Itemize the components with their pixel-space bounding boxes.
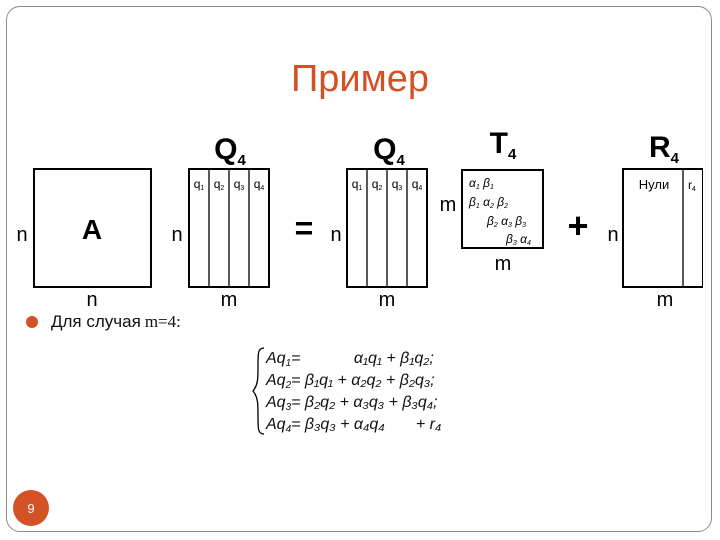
slide-title: Пример — [290, 58, 430, 100]
q-column-label: q3 — [392, 177, 403, 192]
matrix-a-rows-label: n — [17, 224, 28, 246]
t-row: β2 α3 β3 — [486, 214, 526, 229]
bullet-text: Для случая — [51, 312, 141, 331]
qr-decomposition-figure: A n n Q4 q1 q2 q3 q4 n m = Q4 q1 q2 q3 q… — [17, 129, 703, 312]
q4-right-title: Q4 — [373, 133, 405, 169]
r4-rows-label: n — [607, 224, 618, 246]
equation-system: Aq1= α₁q₁ + β₁q₂; Aq2= β₁q₁ + α₂q₂ + β₂q… — [250, 345, 490, 437]
t4-entries: α1 β1 β1 α2 β2 β2 α3 β3 β3 α4 — [468, 176, 531, 247]
bullet-item: Для случая m=4: — [26, 312, 181, 332]
equation-row: Aq2= β₁q₁ + α₂q₂ + β₂q₃; — [265, 372, 435, 391]
t4-box — [461, 169, 544, 249]
q4-left-rows-label: n — [171, 224, 182, 246]
q-column-label: q1 — [352, 177, 363, 192]
q4-right-columns: q1 q2 q3 q4 — [352, 177, 423, 192]
r4-column-label: r4 — [688, 178, 696, 193]
figure-svg: A n n Q4 q1 q2 q3 q4 n m = Q4 q1 q2 q3 q… — [17, 129, 703, 311]
bullet-math: m=4: — [144, 312, 181, 331]
q4-right-rows-label: n — [330, 224, 341, 246]
t4-cols-label: m — [495, 253, 512, 275]
t4-rows-label: m — [440, 194, 457, 216]
q-column-label: q1 — [194, 177, 205, 192]
r4-box — [622, 168, 703, 288]
bullet-dot-icon — [26, 316, 38, 328]
t-row: β3 α4 — [505, 232, 531, 247]
q-column-label: q4 — [254, 177, 265, 192]
r4-zeros-label: Нули — [639, 177, 669, 192]
r4-title: R4 — [649, 131, 680, 167]
q4-right-cols-label: m — [379, 289, 396, 311]
q4-left-cols-label: m — [221, 289, 238, 311]
q4-left-columns: q1 q2 q3 q4 — [194, 177, 265, 192]
plus-sign: + — [567, 205, 588, 246]
q-column-label: q3 — [234, 177, 245, 192]
t4-title: T4 — [490, 129, 517, 163]
equation-row: Aq4= β₃q₃ + α₄q₄ + r₄ — [265, 416, 441, 435]
q-column-label: q4 — [412, 177, 423, 192]
equals-sign: = — [295, 210, 314, 246]
equation-system-svg: Aq1= α₁q₁ + β₁q₂; Aq2= β₁q₁ + α₂q₂ + β₂q… — [252, 347, 441, 435]
q-column-label: q2 — [214, 177, 225, 192]
matrix-a-cols-label: n — [86, 289, 97, 311]
q-column-label: q2 — [372, 177, 383, 192]
r4-cols-label: m — [657, 289, 674, 311]
equation-row: Aq3= β₂q₂ + α₃q₃ + β₃q₄; — [265, 394, 438, 413]
matrix-a-box — [33, 168, 152, 288]
page-number-badge: 9 — [13, 490, 49, 526]
t-row: α1 β1 — [469, 176, 494, 191]
q4-left-title: Q4 — [214, 133, 246, 169]
t-row: β1 α2 β2 — [468, 195, 508, 210]
matrix-a-label: A — [82, 214, 102, 245]
curly-brace-icon — [252, 347, 265, 435]
equation-row: Aq1= α₁q₁ + β₁q₂; — [265, 350, 434, 369]
